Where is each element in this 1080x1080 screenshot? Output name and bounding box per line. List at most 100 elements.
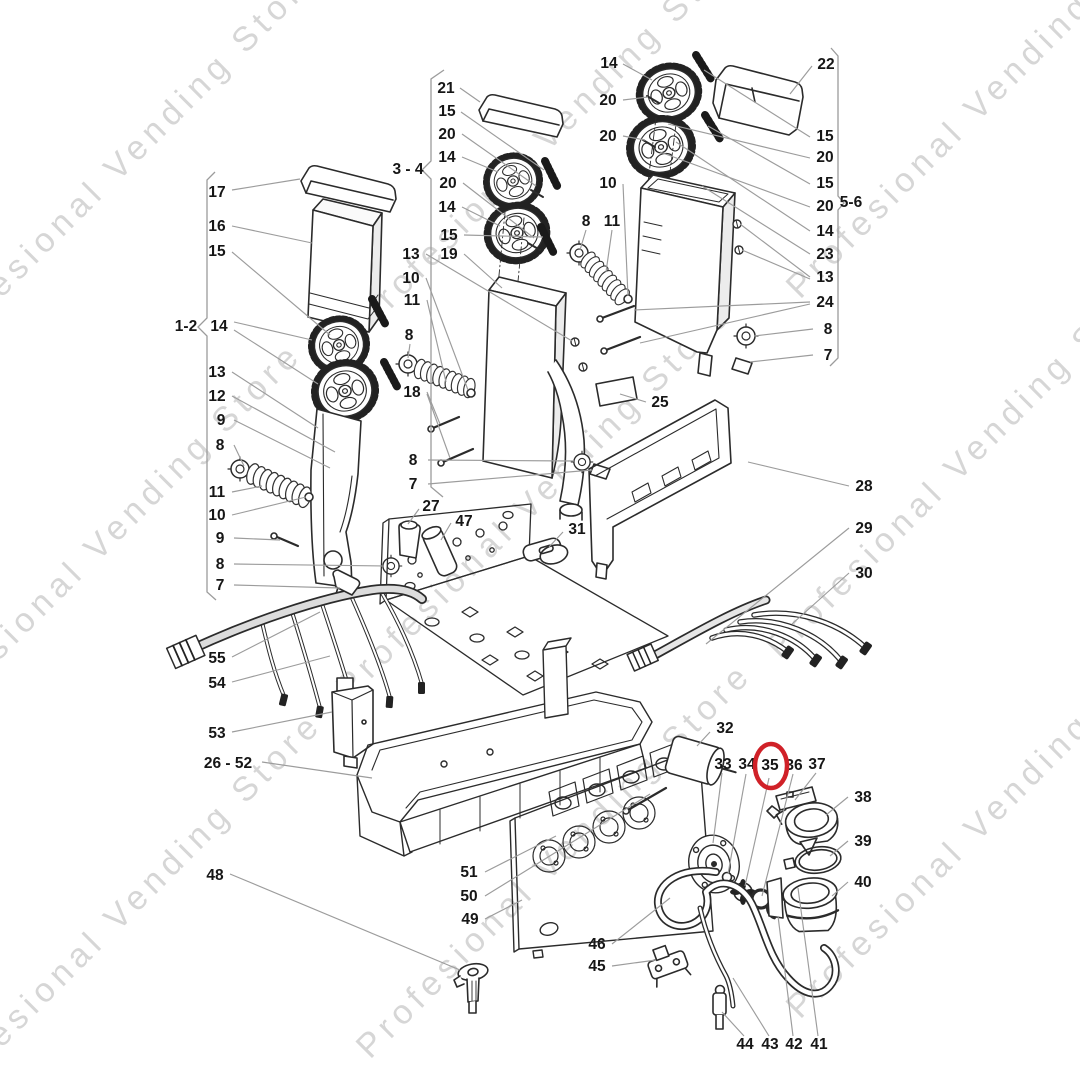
pin-20 xyxy=(527,189,544,251)
connector-45 xyxy=(647,944,692,988)
part-label-28: 28 xyxy=(855,478,873,495)
part-label-36: 36 xyxy=(785,757,803,774)
part-label-41: 41 xyxy=(810,1036,828,1053)
part-label-11: 11 xyxy=(404,292,421,309)
clip-13 xyxy=(734,245,744,255)
tray-28 xyxy=(588,399,732,580)
part-label-20: 20 xyxy=(599,92,616,109)
part-label-10: 10 xyxy=(402,270,419,287)
part-label-20: 20 xyxy=(599,128,616,145)
part-label-33: 33 xyxy=(714,756,732,773)
part-label-15: 15 xyxy=(438,103,456,120)
part-label-13: 13 xyxy=(208,364,226,381)
auger-11 xyxy=(241,461,317,510)
watermark-text: Profesional Vending Store xyxy=(0,705,330,1080)
part-label-49: 49 xyxy=(461,911,479,928)
part-label-11: 11 xyxy=(209,484,226,501)
clamp-39 xyxy=(783,837,842,875)
spring-15 xyxy=(545,161,558,188)
part-label-8: 8 xyxy=(824,321,833,338)
part-label-35: 35 xyxy=(761,757,779,774)
part-label-14: 14 xyxy=(600,55,618,72)
part-label-27: 27 xyxy=(422,498,439,515)
part-label-34: 34 xyxy=(738,756,756,773)
part-label-54: 54 xyxy=(208,675,226,692)
part-label-15: 15 xyxy=(816,175,834,192)
part-label-26 - 52: 26 - 52 xyxy=(204,755,252,772)
screw-9 xyxy=(275,535,300,548)
part-label-14: 14 xyxy=(210,318,228,335)
part-label-7: 7 xyxy=(216,577,225,594)
bushing-27 xyxy=(398,520,421,559)
part-label-40: 40 xyxy=(854,874,871,891)
part-label-20: 20 xyxy=(438,126,455,143)
part-label-3 - 4: 3 - 4 xyxy=(392,161,423,178)
part-label-13: 13 xyxy=(402,246,420,263)
part-label-48: 48 xyxy=(206,867,224,884)
clip-13 xyxy=(570,337,580,347)
ring-10 xyxy=(623,294,633,304)
part-label-46: 46 xyxy=(588,936,606,953)
part-label-8: 8 xyxy=(216,437,225,454)
cable-bundle-29-30 xyxy=(626,595,872,672)
part-label-32: 32 xyxy=(716,720,733,737)
part-label-51: 51 xyxy=(460,864,478,881)
part-label-8: 8 xyxy=(409,452,418,469)
part-label-29: 29 xyxy=(855,520,873,537)
pin-20 xyxy=(642,95,660,148)
watermark-text: Profesional Vending Store xyxy=(759,255,1080,666)
part-label-15: 15 xyxy=(208,243,226,260)
screw-24 xyxy=(600,304,636,320)
part-label-20: 20 xyxy=(816,198,833,215)
screw-18 xyxy=(431,415,461,430)
part-label-45: 45 xyxy=(588,958,606,975)
mounting-plate xyxy=(379,503,669,696)
whipper-mounts xyxy=(532,796,656,873)
line-art xyxy=(165,55,872,1030)
part-label-25: 25 xyxy=(651,394,669,411)
part-label-14: 14 xyxy=(438,149,456,166)
part-label-20: 20 xyxy=(439,175,456,192)
spring-15 xyxy=(696,55,712,80)
part-label-44: 44 xyxy=(736,1036,754,1053)
part-label-21: 21 xyxy=(437,80,455,97)
canister-19 xyxy=(482,289,557,479)
bowl-40 xyxy=(766,877,840,933)
part-label-24: 24 xyxy=(816,294,834,311)
filter-32 xyxy=(664,735,737,786)
screw-24 xyxy=(604,335,642,352)
part-label-50: 50 xyxy=(460,888,477,905)
part-label-14: 14 xyxy=(816,223,834,240)
clip-7 xyxy=(332,569,361,596)
part-label-8: 8 xyxy=(216,556,225,573)
part-label-13: 13 xyxy=(816,269,834,286)
valve-48 xyxy=(453,962,489,1014)
clip-13 xyxy=(732,219,742,229)
part-label-18: 18 xyxy=(403,384,421,401)
part-label-5-6: 5-6 xyxy=(840,194,863,211)
part-label-16: 16 xyxy=(208,218,226,235)
gear-14 xyxy=(623,111,699,182)
part-label-23: 23 xyxy=(816,246,834,263)
part-label-8: 8 xyxy=(405,327,414,344)
motor-53 xyxy=(331,677,374,769)
part-label-11: 11 xyxy=(604,213,621,230)
part-label-30: 30 xyxy=(855,565,872,582)
nozzle-44 xyxy=(712,984,727,1030)
part-label-17: 17 xyxy=(208,184,225,201)
part-label-55: 55 xyxy=(208,650,226,667)
part-label-22: 22 xyxy=(817,56,834,73)
part-label-15: 15 xyxy=(440,227,458,244)
middle-canister-group xyxy=(395,93,638,521)
left-canister-group xyxy=(227,164,403,600)
part-label-9: 9 xyxy=(216,530,225,547)
part-label-14: 14 xyxy=(438,199,456,216)
spring-15 xyxy=(384,362,398,388)
front-panel-49 xyxy=(509,742,714,959)
clip-13 xyxy=(578,362,588,372)
part-label-20: 20 xyxy=(816,149,833,166)
part-label-7: 7 xyxy=(824,347,833,364)
ring-10 xyxy=(466,388,476,398)
part-label-53: 53 xyxy=(208,725,226,742)
part-label-31: 31 xyxy=(568,521,586,538)
